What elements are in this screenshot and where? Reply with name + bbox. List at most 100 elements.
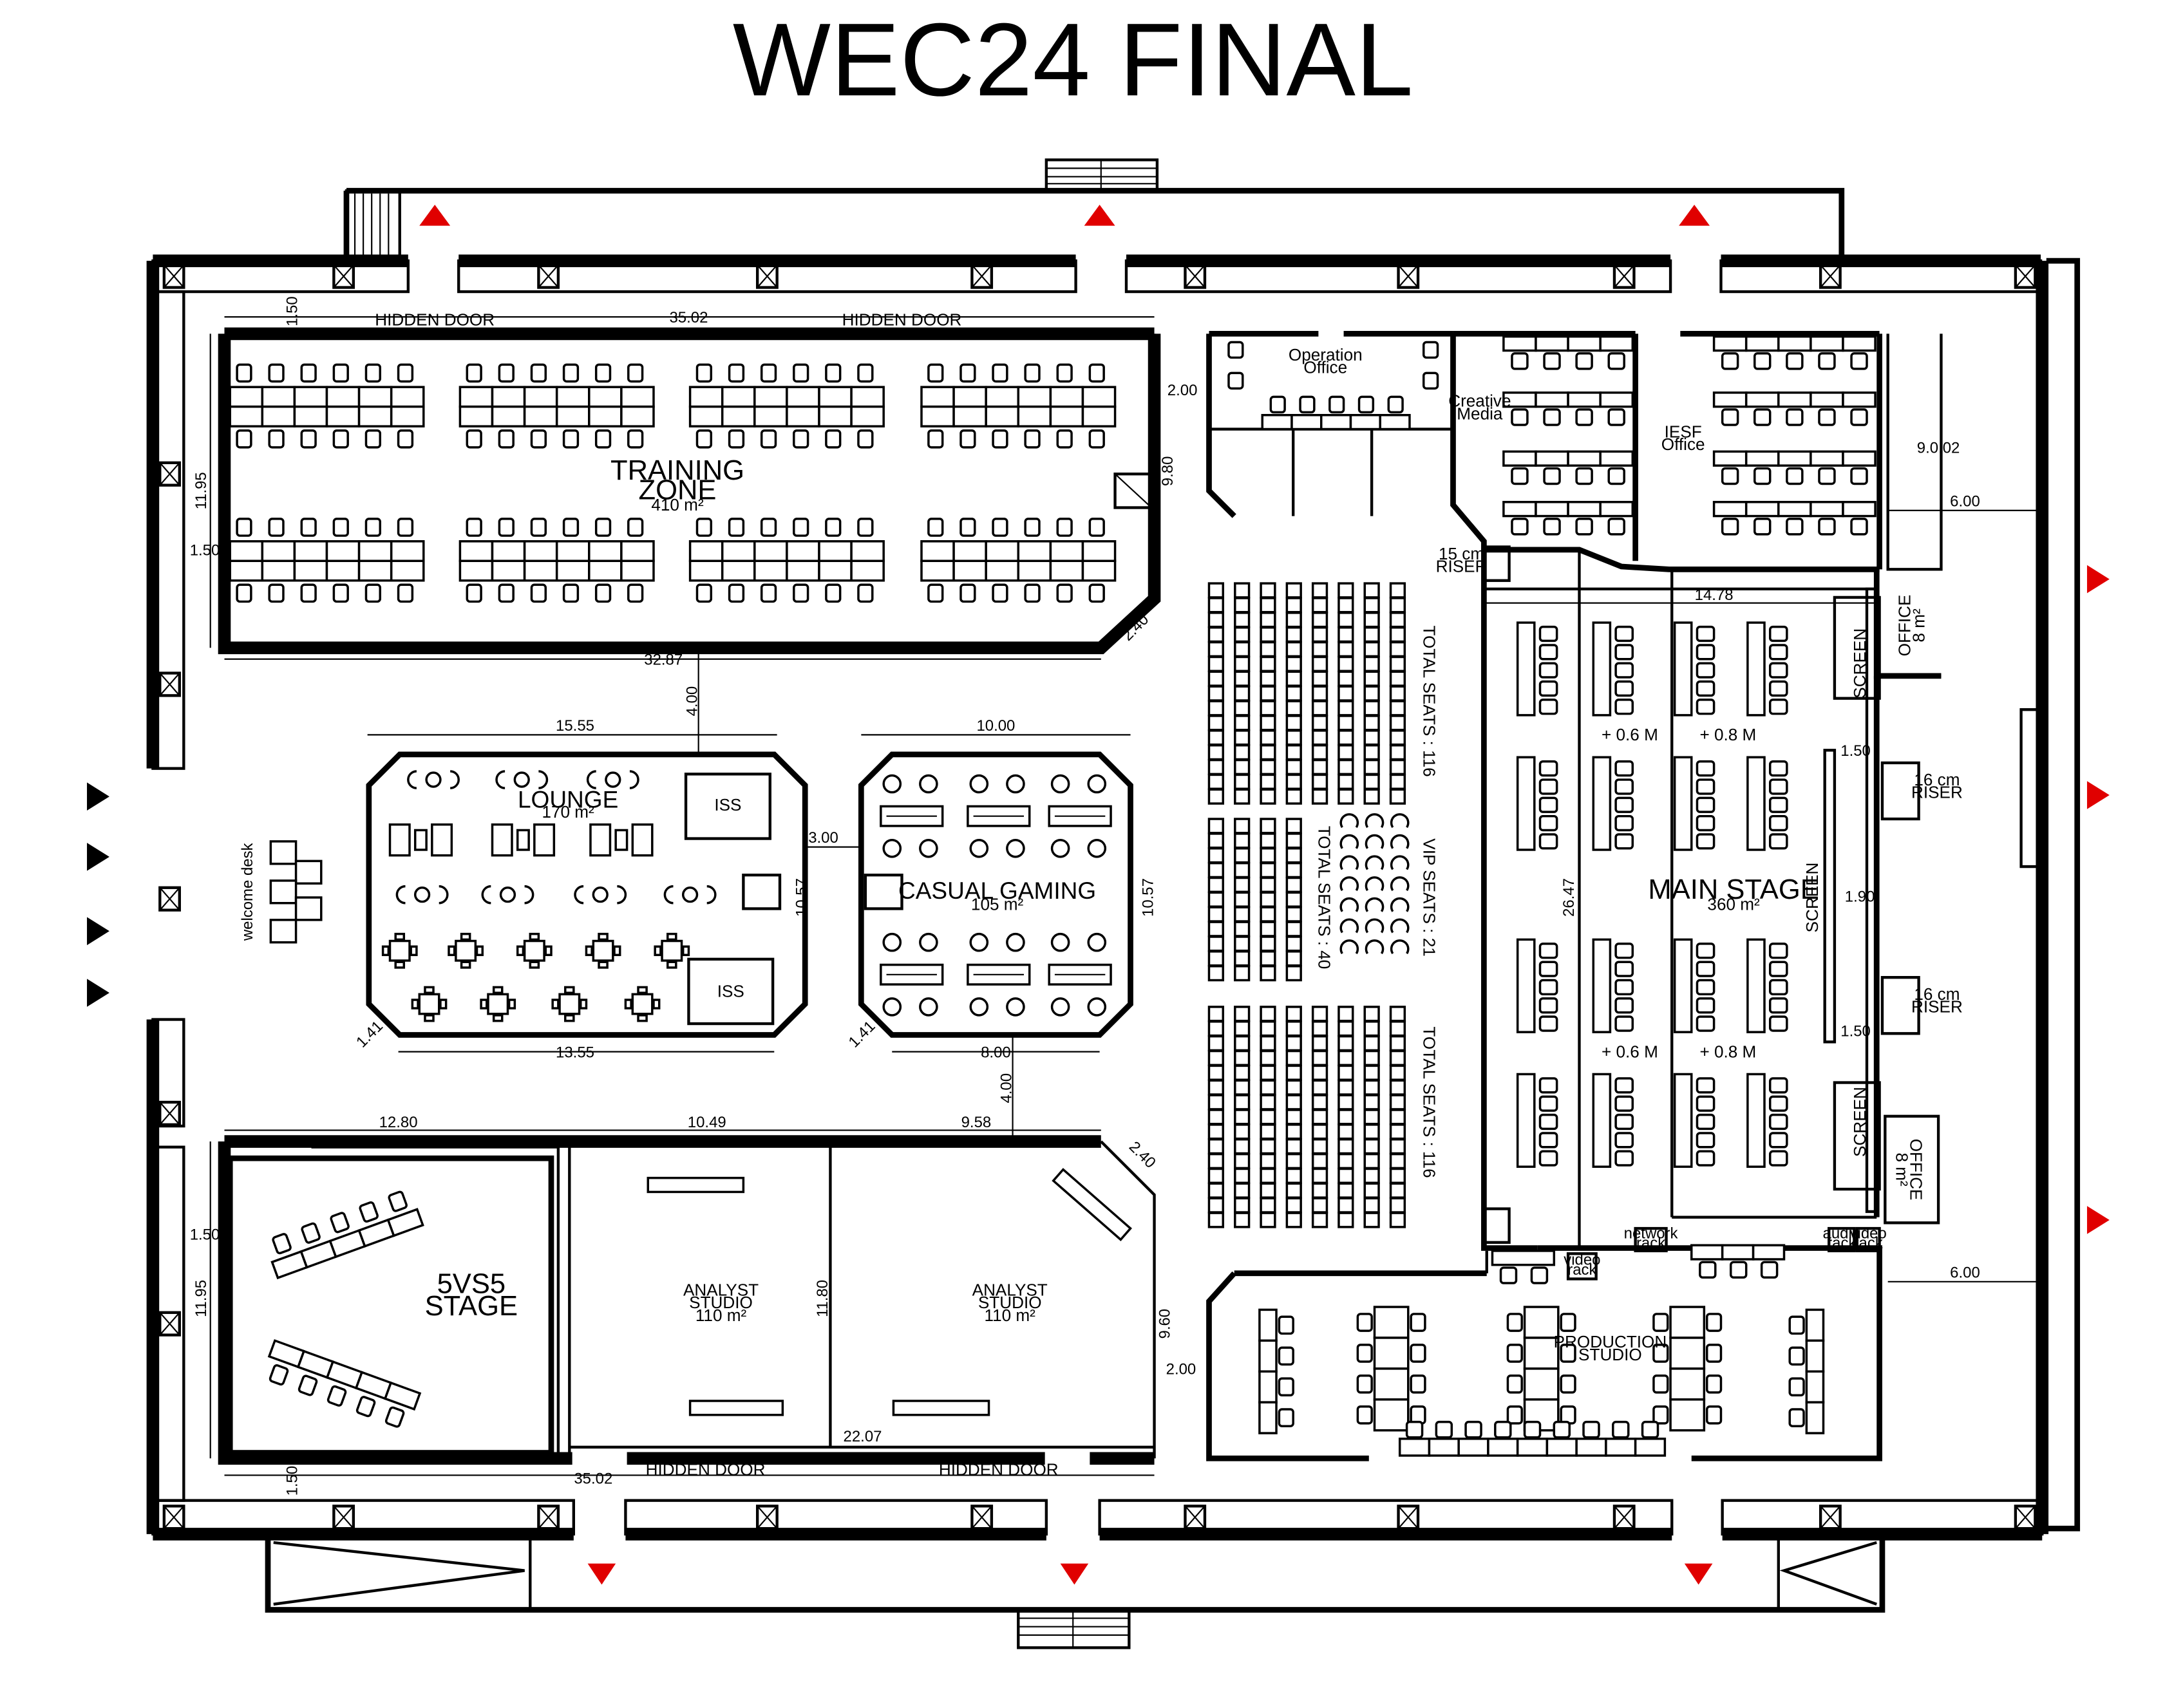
exit-icon [1060,1563,1089,1585]
column [2014,263,2037,289]
chair [598,961,609,969]
seat [1285,1152,1302,1170]
chair [1753,467,1772,485]
production-desk [1575,1438,1607,1457]
chair [857,429,874,449]
chair [562,429,580,449]
seat [1285,876,1302,894]
chair [1024,429,1041,449]
column-cross [538,1505,559,1529]
couch-set [589,823,654,857]
chair [654,945,662,957]
team-desk-row [1673,621,1716,717]
gaming-chair [969,838,989,858]
seat [1311,1049,1328,1067]
seat [1363,1109,1380,1125]
chair [562,363,580,383]
chair [364,583,381,603]
chair [1511,408,1529,426]
seat [1311,715,1328,731]
office-block: Operation Office Creative Media IESF Off… [1206,331,1943,572]
chair [1614,814,1634,832]
seat [1207,1152,1225,1170]
screen-label: SCREEN [1850,1087,1869,1157]
seat [1337,582,1354,599]
sofa [495,770,506,789]
seat [1337,758,1354,776]
dimension-label: 11.95 [193,1280,210,1317]
production-desk [1398,1438,1431,1457]
seat [1337,1006,1354,1022]
chair [825,518,842,537]
office-desk [1712,335,1748,352]
seat [1207,1094,1225,1111]
seat [1260,1020,1276,1037]
training-desk [555,405,591,427]
office-desk [1842,391,1876,408]
seat [1260,921,1276,937]
seat [1207,906,1225,923]
exit-icon [1679,205,1710,226]
sofa-set [481,885,534,905]
column-box [2014,1505,2037,1530]
seat [1363,597,1380,614]
training-zone-title-1: TRAINING [610,455,744,486]
seat [1260,1094,1276,1111]
screen-label: SCREEN [1802,863,1822,933]
training-desk [818,540,853,563]
training-desk [1017,559,1052,582]
team-desk-row [1592,756,1634,851]
dimension-label: 26.47 [1560,878,1578,917]
training-desk [753,386,788,408]
chair [530,363,547,383]
office-desk [1712,450,1748,467]
seat [1389,715,1406,731]
gaming-station [880,774,944,858]
production-table [1652,1306,1723,1432]
seat [1207,626,1225,643]
office-desk [1319,413,1352,431]
chair [1056,363,1073,383]
office-desk [1599,335,1634,352]
seat [1207,744,1225,761]
chair [627,363,644,383]
office-desk [1379,413,1411,431]
chair [1538,814,1558,832]
office-desk [1599,391,1634,408]
couch-set [388,823,453,857]
training-desk [1017,386,1052,408]
stage-desk [1746,756,1766,851]
table [487,993,509,1015]
column [162,1505,185,1530]
column [1397,263,1420,289]
cafe-table [624,986,661,1022]
column [332,263,355,289]
chair [1582,1420,1600,1439]
stage-5vs5-title-1: 5VS5 [437,1268,506,1299]
chair [959,429,976,449]
chair [793,363,809,383]
seat [1285,655,1302,672]
training-desk [952,386,987,408]
training-desk [818,559,853,582]
chair [1696,699,1716,715]
seat [1207,1138,1225,1155]
seat [1311,1152,1328,1170]
chair [992,363,1008,383]
seat [1389,1006,1406,1022]
training-desk [753,559,788,582]
gaming-station [1048,774,1112,858]
seat [1311,655,1328,672]
chair [397,518,414,537]
chair [1696,1113,1716,1131]
chair [236,583,252,603]
chair [1387,395,1404,414]
chair [301,1222,321,1244]
chair [1538,625,1558,643]
chair [466,363,482,383]
plan-title: WEC24 FINAL [733,2,1413,118]
dimension-label: 2.00 [1167,382,1198,399]
chair [1056,518,1073,537]
column-cross [159,1312,180,1336]
seat [1311,1109,1328,1125]
